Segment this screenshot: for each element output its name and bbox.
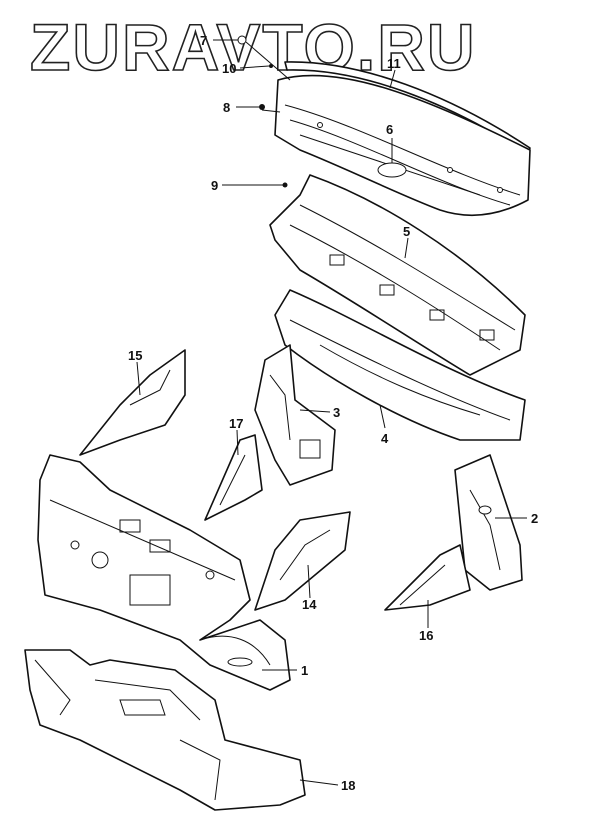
label-part-18: 18 [341, 778, 355, 793]
part-6-cowl-top-panel [274, 74, 531, 216]
label-part-9: 9 [211, 178, 218, 193]
leader-lines [136, 39, 527, 786]
part-7-clip [237, 35, 247, 45]
label-part-6: 6 [386, 122, 393, 137]
label-part-8: 8 [223, 100, 230, 115]
watermark-text: ZURAVTO.RU [30, 10, 477, 84]
label-part-16: 16 [419, 628, 433, 643]
part-1-dash-panel [37, 454, 291, 691]
label-part-5: 5 [403, 224, 410, 239]
label-part-7: 7 [200, 33, 207, 48]
label-part-15: 15 [128, 348, 142, 363]
part-16-brace [384, 544, 471, 611]
label-part-2: 2 [531, 511, 538, 526]
label-part-3: 3 [333, 405, 340, 420]
part-4-cowl-lower [274, 289, 526, 441]
part-18-crossmember [24, 649, 306, 811]
label-part-1: 1 [301, 663, 308, 678]
part-8-bolt [259, 104, 265, 110]
part-2-right-pillar [454, 454, 523, 591]
part-5-cowl-upper [269, 174, 526, 376]
part-14-center-bracket [254, 511, 351, 611]
label-part-14: 14 [302, 597, 317, 612]
part-17-brace [204, 434, 263, 521]
label-part-4: 4 [381, 431, 389, 446]
part-3-side-bracket [254, 344, 336, 486]
label-part-17: 17 [229, 416, 243, 431]
label-part-11: 11 [387, 56, 401, 71]
label-part-10: 10 [222, 61, 236, 76]
part-15-left-bracket [79, 349, 186, 456]
part-9-nut [282, 182, 288, 188]
